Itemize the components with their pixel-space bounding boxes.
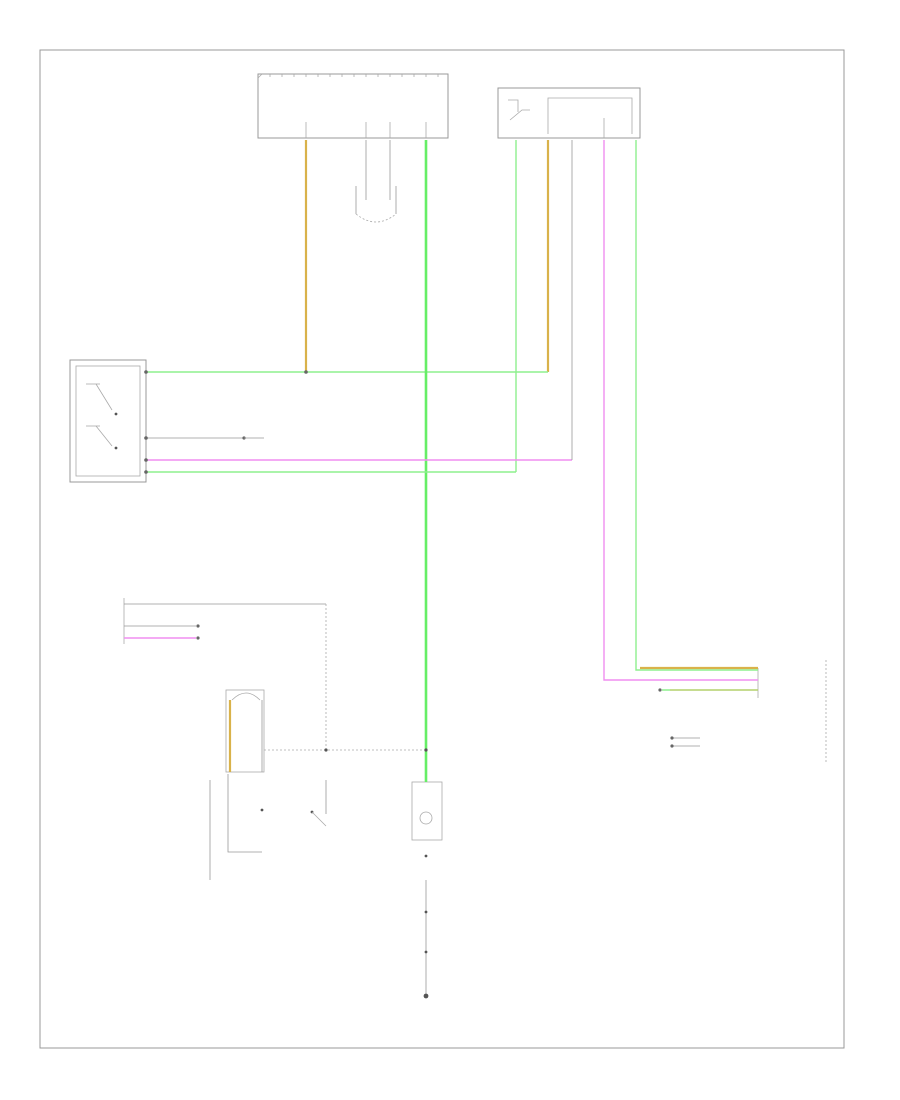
pump-block bbox=[411, 781, 443, 999]
diagram-frame bbox=[39, 49, 845, 1049]
relay-block bbox=[209, 689, 426, 880]
left-switch-block bbox=[69, 359, 147, 483]
top-right-module bbox=[497, 87, 641, 139]
fuse-block bbox=[123, 598, 327, 748]
top-left-module bbox=[257, 73, 449, 139]
splice-loop bbox=[355, 186, 397, 223]
wire-green-right bbox=[635, 140, 758, 671]
wire-pink-right bbox=[603, 140, 758, 681]
right-connector-block bbox=[658, 660, 827, 762]
